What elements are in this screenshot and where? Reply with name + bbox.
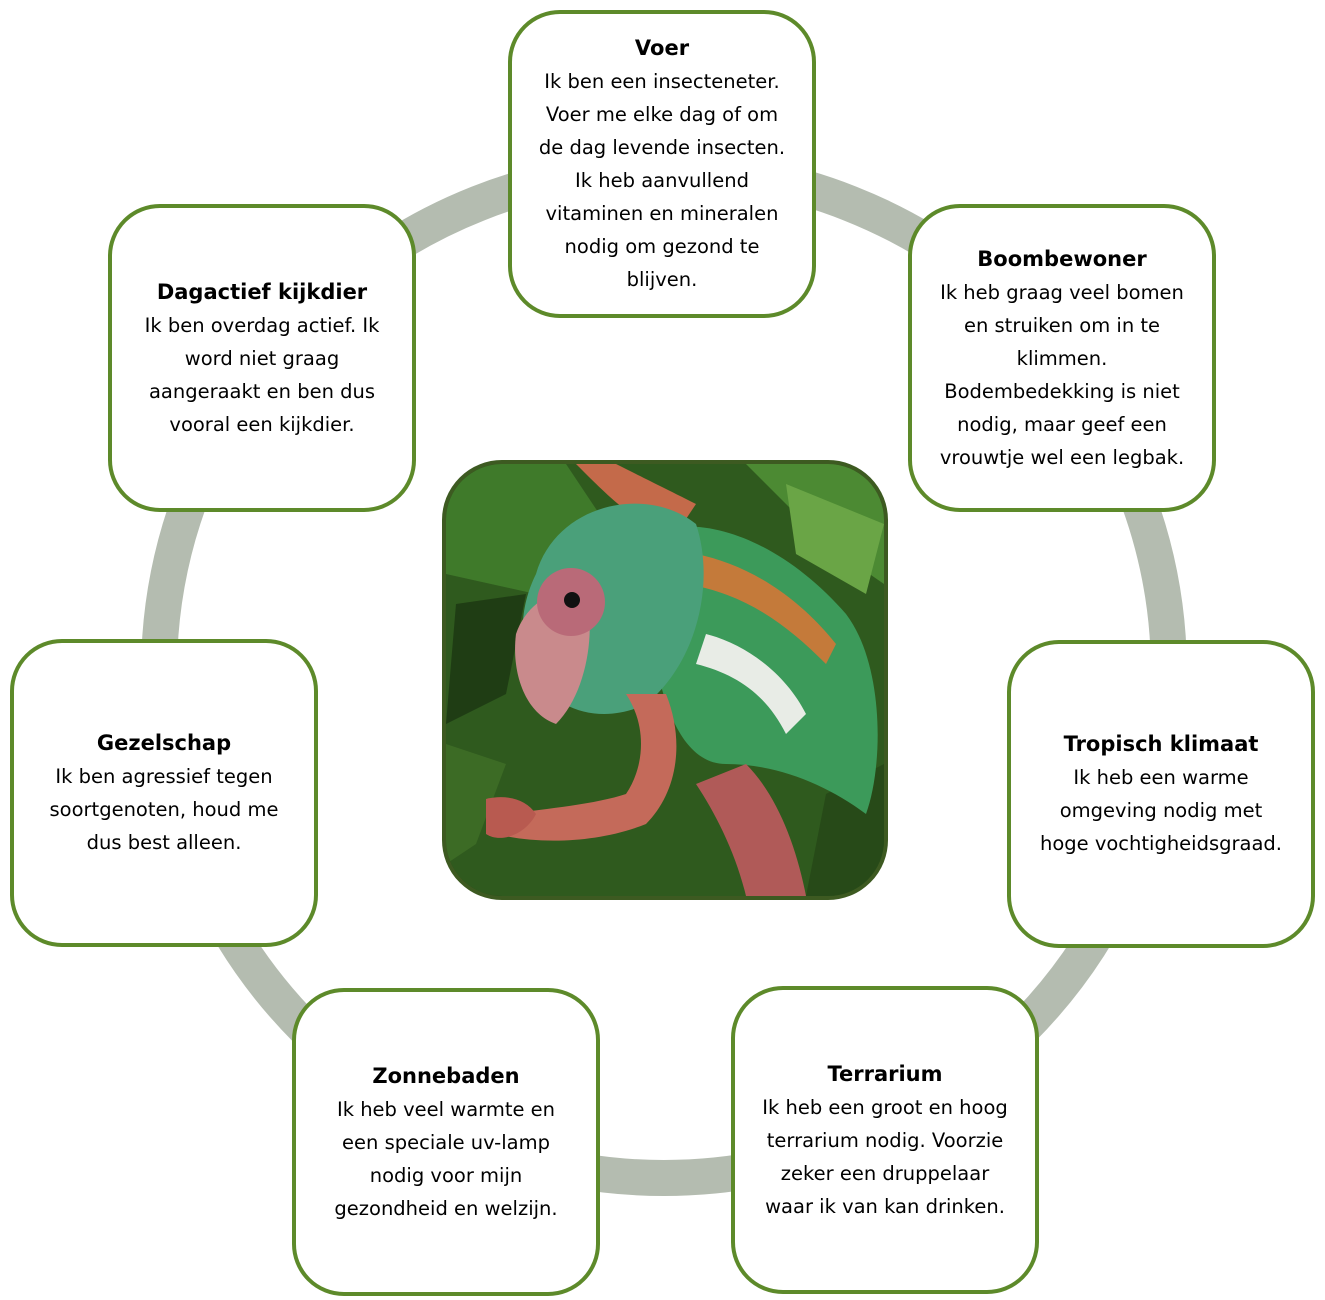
box-line: zeker een druppelaar xyxy=(780,1161,990,1185)
box-line: en struiken om in te xyxy=(963,313,1161,337)
box-line: Ik ben agressief tegen xyxy=(55,765,273,788)
box-line: omgeving nodig met xyxy=(1059,799,1263,822)
box-line: hoge vochtigheidsgraad. xyxy=(1039,832,1283,855)
box-line: terrarium nodig. Voorzie xyxy=(766,1128,1004,1152)
box-line: Ik heb veel warmte en xyxy=(336,1097,556,1121)
box-zonnebaden: Zonnebaden Ik heb veel warmte en een spe… xyxy=(292,988,600,1296)
box-line: Ik heb een warme xyxy=(1073,766,1249,789)
box-line: blijven. xyxy=(626,268,698,291)
box-line: Bodembedekking is niet xyxy=(944,379,1180,403)
box-line: klimmen. xyxy=(1016,346,1108,370)
box-title: Zonnebaden xyxy=(372,1063,520,1088)
box-line: een speciale uv-lamp xyxy=(342,1130,550,1154)
box-line: Ik heb graag veel bomen xyxy=(940,280,1184,304)
box-tropisch-klimaat: Tropisch klimaat Ik heb een warme omgevi… xyxy=(1007,640,1315,948)
box-line: soortgenoten, houd me xyxy=(49,798,279,821)
box-gezelschap: Gezelschap Ik ben agressief tegen soortg… xyxy=(10,639,318,947)
box-line: Ik ben een insecteneter. xyxy=(544,70,780,93)
box-terrarium: Terrarium Ik heb een groot en hoog terra… xyxy=(731,986,1039,1294)
box-line: dus best alleen. xyxy=(86,831,242,854)
box-line: aangeraakt en ben dus xyxy=(148,379,376,403)
box-title: Boombewoner xyxy=(977,246,1147,271)
box-line: Ik ben overdag actief. Ik xyxy=(144,313,380,337)
chameleon-photo xyxy=(442,460,888,900)
box-line: vooral een kijkdier. xyxy=(169,412,355,436)
box-line: Ik heb een groot en hoog xyxy=(762,1095,1008,1119)
box-line: waar ik van kan drinken. xyxy=(765,1194,1005,1218)
box-line: nodig voor mijn xyxy=(369,1163,523,1187)
box-boombewoner: Boombewoner Ik heb graag veel bomen en s… xyxy=(908,204,1216,512)
box-line: vitaminen en mineralen xyxy=(545,202,779,225)
box-line: Voer me elke dag of om xyxy=(545,103,779,126)
box-title: Dagactief kijkdier xyxy=(156,279,368,304)
box-line: Ik heb aanvullend xyxy=(575,169,749,192)
box-title: Terrarium xyxy=(827,1061,943,1086)
box-line: nodig om gezond te xyxy=(564,235,760,258)
box-line: nodig, maar geef een xyxy=(957,412,1167,436)
box-line: gezondheid en welzijn. xyxy=(334,1196,558,1220)
box-title: Gezelschap xyxy=(96,731,232,755)
box-dagactief-kijkdier: Dagactief kijkdier Ik ben overdag actief… xyxy=(108,204,416,512)
box-line: word niet graag xyxy=(184,346,340,370)
box-voer: Voer Ik ben een insecteneter. Voer me el… xyxy=(508,10,816,318)
box-title: Tropisch klimaat xyxy=(1063,732,1259,756)
box-line: vrouwtje wel een legbak. xyxy=(939,445,1185,469)
box-title: Voer xyxy=(634,36,690,60)
box-line: de dag levende insecten. xyxy=(538,136,786,159)
